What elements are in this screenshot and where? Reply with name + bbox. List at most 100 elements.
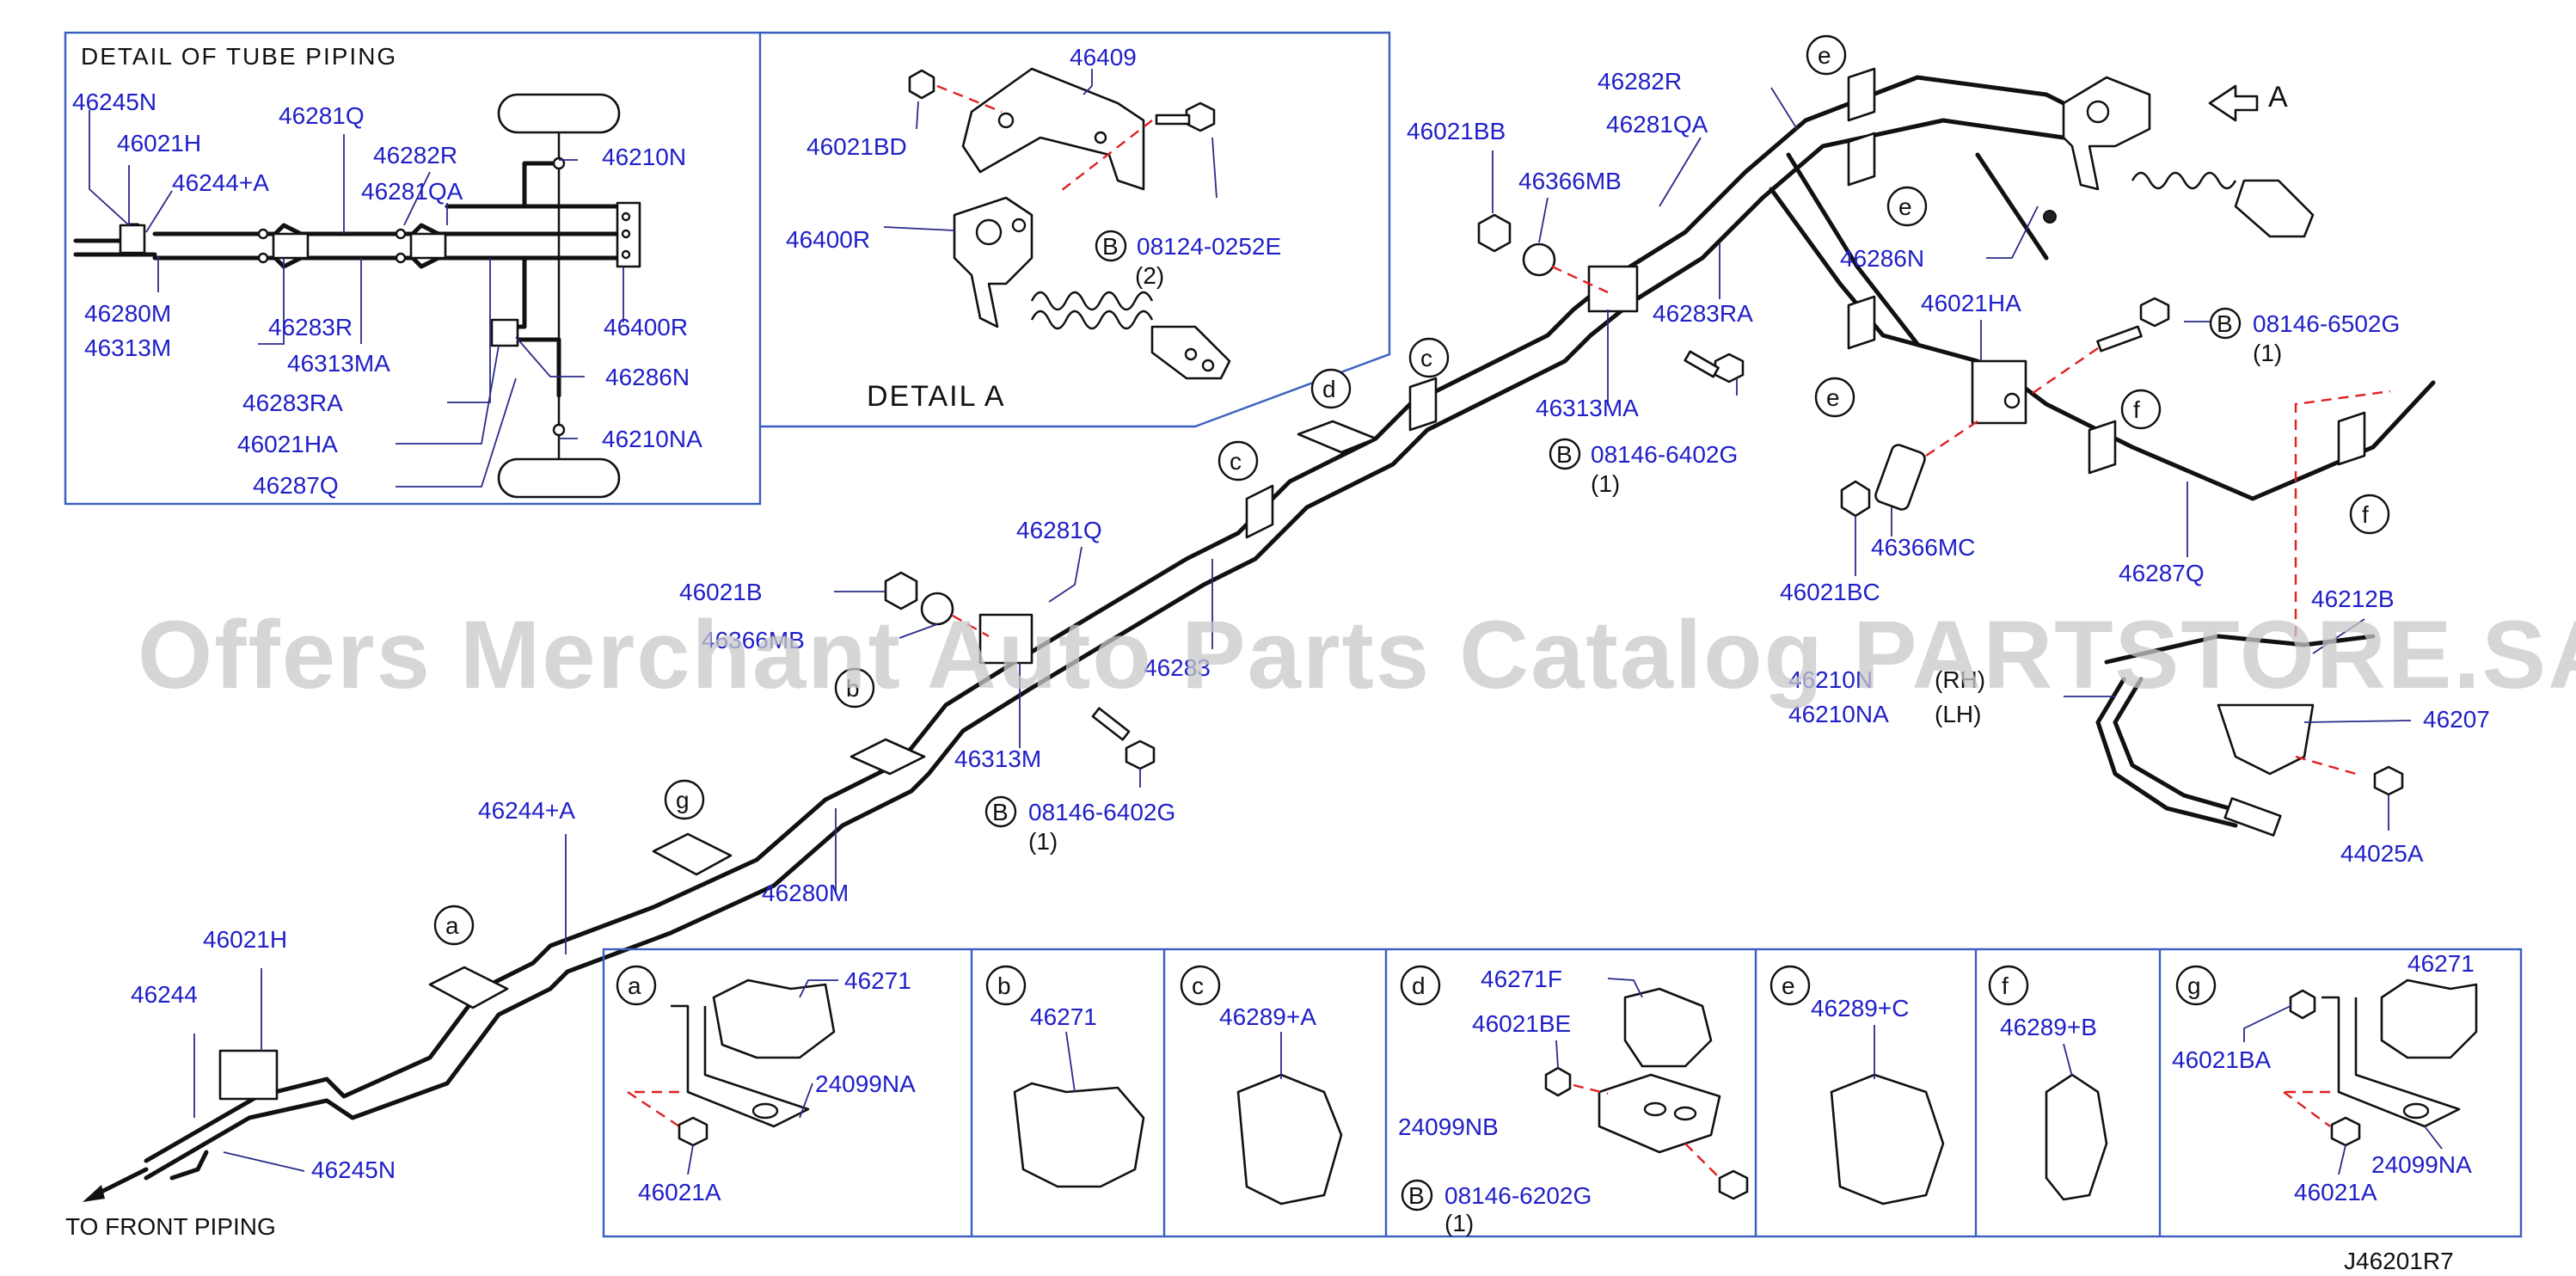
clip-a-leader-2 bbox=[799, 1083, 813, 1119]
valve-spring-icon bbox=[1030, 291, 1154, 311]
view-a-arrow-icon bbox=[2208, 84, 2259, 122]
front-branch bbox=[169, 1150, 209, 1181]
clip-a-label-1: 46271 bbox=[844, 967, 911, 994]
label-46245N-main: 46245N bbox=[311, 1156, 396, 1183]
clip-a-label-2: 24099NA bbox=[815, 1070, 916, 1097]
node-4 bbox=[395, 252, 407, 264]
connector-46021HA-hole bbox=[2003, 392, 2021, 409]
label-46021H: 46021H bbox=[117, 130, 201, 156]
dash-nut-to-bracket bbox=[936, 84, 1003, 113]
brake-hose-46210N-icon bbox=[2095, 677, 2238, 828]
label-46282R: 46282R bbox=[373, 142, 457, 169]
nut-46021BE-icon bbox=[1544, 1066, 1572, 1097]
valve-spring-2 bbox=[1030, 310, 1154, 330]
clip-b-label-1: 46271 bbox=[1030, 1003, 1097, 1030]
label-46366MB-lower: 46366MB bbox=[702, 627, 805, 653]
detail-tube-piping-title: DETAIL OF TUBE PIPING bbox=[81, 43, 397, 70]
dash-grommet-to-connector bbox=[1925, 420, 1978, 457]
callout-b: b bbox=[846, 675, 860, 702]
clip-cell-f: f 46289+B bbox=[1988, 965, 2108, 1201]
bracket-24099NB-hole-1 bbox=[1643, 1101, 1667, 1117]
clip-b-leader bbox=[1065, 1031, 1076, 1093]
b-badge-detail-a bbox=[1095, 230, 1127, 262]
valve-body-circle bbox=[975, 218, 1003, 246]
node-3 bbox=[395, 228, 407, 240]
clip-letter-callouts: a b c c d e e e f f g bbox=[433, 34, 2390, 946]
label-46021BB: 46021BB bbox=[1407, 118, 1506, 144]
tube-clip-markers bbox=[428, 67, 2366, 1009]
callout-e-2: e bbox=[1898, 193, 1912, 220]
label-44025A: 44025A bbox=[2340, 840, 2424, 867]
callout-c-2: c bbox=[1420, 345, 1432, 371]
bracket-hole-1 bbox=[997, 112, 1015, 129]
label-08146-6402G-lower: 08146-6402G bbox=[1028, 799, 1175, 825]
connector-46021HA-main-icon bbox=[1971, 359, 2027, 425]
callout-d: d bbox=[1322, 376, 1336, 402]
label-46021HA-detail: 46021HA bbox=[237, 431, 338, 457]
clip-d-label-1: 46271F bbox=[1481, 966, 1562, 992]
clip-detail-strip: a 46271 24099NA 46021A b 46271 c bbox=[602, 948, 2523, 1238]
clip-cell-c: c 46289+A bbox=[1180, 965, 1343, 1205]
label-lh: (LH) bbox=[1935, 701, 1981, 727]
clip-cell-c-letter: c bbox=[1192, 972, 1204, 999]
clip-a-leader-1 bbox=[799, 979, 838, 998]
bolt-46021A-g-icon bbox=[2330, 1116, 2361, 1147]
hose-end-fitting bbox=[2223, 797, 2282, 837]
clip-46271-b-icon bbox=[1013, 1082, 1145, 1188]
clip-g-leader-2 bbox=[2424, 1126, 2443, 1150]
wheel-port-top bbox=[552, 156, 566, 170]
callout-c2-circle bbox=[1408, 337, 1450, 378]
label-08124-0252E: 08124-0252E bbox=[1137, 233, 1281, 260]
bracket-24099NB-hole-2 bbox=[1673, 1106, 1697, 1121]
b-badge-08146-6502G bbox=[2209, 307, 2242, 340]
b-badge-detail-a-letter: B bbox=[1102, 233, 1119, 260]
clip-a-leader-3 bbox=[687, 1144, 694, 1175]
clip-a-label-3: 46021A bbox=[638, 1179, 721, 1205]
label-46286N-detail: 46286N bbox=[605, 364, 690, 390]
label-46210N-detail: 46210N bbox=[602, 144, 686, 170]
detail-a-leaders bbox=[883, 69, 1217, 231]
connector-46283RA-icon bbox=[409, 232, 447, 260]
clip-cell-a: a 46271 24099NA 46021A bbox=[616, 965, 916, 1205]
clip-cell-e-letter: e bbox=[1782, 972, 1795, 999]
bracket-hole-2 bbox=[1094, 131, 1107, 144]
label-46021H-main: 46021H bbox=[203, 926, 287, 953]
dash-grommet-to-clip bbox=[1551, 265, 1609, 294]
bolt-08146-6502G-icon bbox=[2139, 297, 2170, 328]
callout-d-circle bbox=[1310, 368, 1352, 409]
clip-g-leader-1 bbox=[2243, 1005, 2291, 1042]
clip-cell-d-dash-2 bbox=[1684, 1143, 1720, 1179]
valve-main-spring-icon bbox=[2131, 171, 2237, 190]
node-2 bbox=[257, 252, 269, 264]
callout-g-circle bbox=[664, 779, 705, 820]
clip-cell-e-circle bbox=[1769, 965, 1811, 1006]
clip-f-leader bbox=[2063, 1043, 2073, 1077]
b-badge-08146-6502G-letter: B bbox=[2217, 310, 2233, 337]
clip-cell-a-letter: a bbox=[628, 972, 641, 999]
tube-46286N-end bbox=[2043, 210, 2057, 224]
clip-cell-e: e 46289+C bbox=[1769, 965, 1945, 1205]
clip-cell-g-letter: g bbox=[2187, 972, 2201, 999]
valve-port-detail bbox=[1011, 218, 1027, 233]
load-sensing-valve-main-icon bbox=[2062, 76, 2151, 191]
clip-d-label-5: (1) bbox=[1444, 1210, 1474, 1236]
label-08146-6402G-upper: 08146-6402G bbox=[1591, 441, 1738, 468]
clip-cell-f-letter: f bbox=[2002, 972, 2009, 999]
main-piping-view: TO FRONT PIPING A bbox=[65, 34, 2490, 1240]
callout-f-2: f bbox=[2362, 501, 2369, 528]
clip-46271F-icon bbox=[1623, 987, 1713, 1068]
label-46210N-main: 46210N bbox=[1788, 666, 1873, 693]
clip-cell-b: b 46271 bbox=[985, 965, 1145, 1188]
bolt-08124-icon bbox=[1185, 101, 1216, 132]
bolt-44025A-icon bbox=[2373, 765, 2404, 796]
callout-c1-circle bbox=[1217, 440, 1259, 482]
dash-lower-grommet-to-clip bbox=[952, 614, 990, 638]
callout-f-1: f bbox=[2133, 396, 2140, 423]
label-46281QA-main: 46281QA bbox=[1606, 111, 1708, 138]
clip-cell-d: d 46271F 46021BE 24099NB B 08146-6202G (… bbox=[1398, 965, 1749, 1236]
label-46210NA-main: 46210NA bbox=[1788, 701, 1889, 727]
label-46287Q-main: 46287Q bbox=[2119, 560, 2205, 586]
tube-46287Q-2 bbox=[1786, 152, 1920, 347]
detail-tube-leaders bbox=[89, 110, 624, 488]
main-leaders bbox=[193, 87, 2412, 1172]
